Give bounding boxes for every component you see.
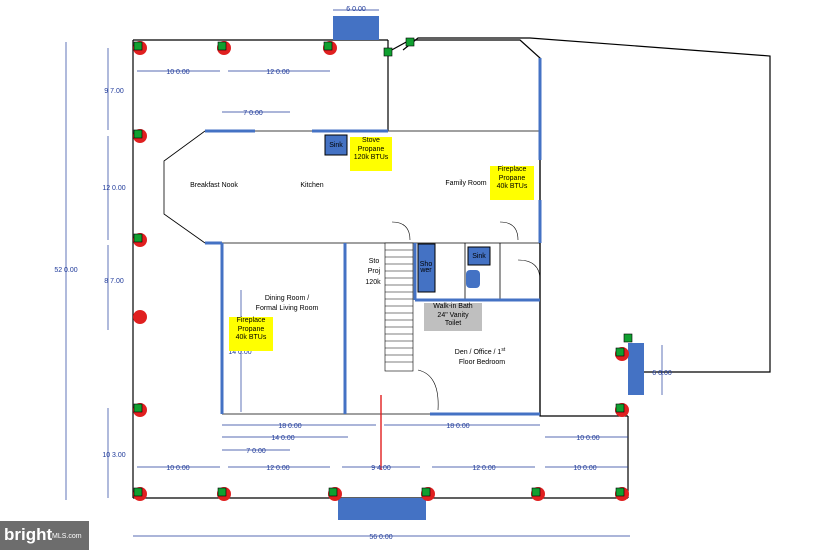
post-markers: [133, 37, 633, 501]
stair-note-2: Proj: [368, 268, 381, 275]
rear-porch: [338, 498, 426, 520]
post-marker: [421, 487, 435, 501]
post-marker: [623, 333, 633, 343]
dining-fireplace-line-1: Fireplace: [236, 317, 266, 324]
post-marker: [133, 233, 147, 247]
bath-note-line-2: 24" Vanity: [437, 311, 469, 319]
shower-icon: [417, 243, 436, 293]
watermark-suffix: MLS.com: [52, 533, 82, 540]
brightmls-watermark: bright MLS.com: [0, 521, 89, 550]
room-family: Family Room: [445, 180, 486, 187]
watermark-brand: bright: [4, 525, 53, 544]
family-fireplace-line-2: Propane: [498, 174, 526, 182]
dim-left-8: 8 7.00: [104, 278, 124, 285]
post-marker: [531, 487, 545, 501]
room-kitchen: Kitchen: [300, 182, 323, 189]
dim-seg-7: 7 0.00: [243, 110, 263, 117]
dining-fireplace-line-2: Propane: [237, 325, 265, 333]
room-den-2: Floor Bedroom: [459, 359, 505, 366]
dim-bottom-18b: 18 0.00: [446, 423, 469, 430]
shower-label-1: Sho: [420, 261, 433, 268]
room-dining-2: Formal Living Room: [256, 305, 319, 312]
room-breakfast-nook: Breakfast Nook: [190, 182, 238, 189]
kitchen-sink-label: Sink: [329, 142, 343, 149]
room-den-1: Den / Office / 1st: [455, 347, 506, 356]
den-label-sup: st: [501, 347, 506, 353]
stair-note-1: Sto: [369, 258, 380, 265]
dim-side-porch: 6 0.00: [652, 370, 672, 377]
dim-left-total: 52 0.00: [54, 267, 77, 274]
side-porch: [628, 343, 644, 395]
family-fireplace-note: Fireplace Propane 40k BTUs: [490, 166, 534, 200]
post-marker: [133, 487, 147, 501]
post-marker: [323, 41, 337, 55]
dimension-lines: [65, 9, 663, 537]
family-fireplace-line-1: Fireplace: [497, 166, 527, 173]
dim-bottom-14: 14 0.00: [271, 435, 294, 442]
blue-wall-segments: [205, 58, 542, 416]
bath-note-line-1: Walk-in Bath: [433, 303, 473, 310]
room-dining-1: Dining Room /: [265, 295, 309, 302]
dim-base-10b: 10 0.00: [573, 465, 596, 472]
dim-base-10a: 10 0.00: [166, 465, 189, 472]
dim-total-width: 56 0.00: [369, 534, 392, 541]
post-marker: [133, 310, 147, 324]
front-porch: [333, 16, 379, 40]
door-swings: [391, 221, 541, 411]
den-label-main: Den / Office / 1: [455, 349, 502, 356]
dim-bottom-18a: 18 0.00: [278, 423, 301, 430]
post-marker: [133, 41, 147, 55]
dim-left-9: 9 7.00: [104, 88, 124, 95]
post-marker: [615, 403, 629, 417]
bath-sink-label: Sink: [472, 253, 486, 260]
bath-note: Walk-in Bath 24" Vanity Toilet: [424, 303, 482, 331]
dining-fireplace-line-3: 40k BTUs: [235, 334, 267, 341]
dim-top-12: 12 0.00: [266, 69, 289, 76]
toilet-icon: [466, 270, 480, 288]
kitchen-sink-icon: [324, 134, 348, 156]
staircase: [384, 242, 414, 372]
dim-base-12b: 12 0.00: [472, 465, 495, 472]
post-marker: [383, 47, 393, 57]
post-marker: [328, 487, 342, 501]
post-marker: [615, 347, 629, 361]
dim-left-12: 12 0.00: [102, 185, 125, 192]
dining-fireplace-note: Fireplace Propane 40k BTUs: [229, 317, 273, 351]
shower-label-2: wer: [419, 267, 432, 274]
bath-note-line-3: Toilet: [444, 320, 462, 327]
dim-left-10: 10 3.00: [102, 452, 125, 459]
dim-room-14: 14 0.00: [228, 349, 251, 356]
stove-note: Stove Propane 120k BTUs: [350, 137, 392, 171]
stove-note-line-1: Stove: [362, 137, 380, 144]
dim-bottom-7: 7 0.00: [246, 448, 266, 455]
dim-top-10: 10 0.00: [166, 69, 189, 76]
stove-note-line-3: 120k BTUs: [353, 154, 389, 161]
post-marker: [615, 487, 629, 501]
dim-base-12a: 12 0.00: [266, 465, 289, 472]
bath-sink-icon: [467, 246, 491, 266]
post-marker: [133, 129, 147, 143]
dim-bottom-10r: 10 0.00: [576, 435, 599, 442]
post-marker: [217, 41, 231, 55]
stove-note-line-2: Propane: [357, 145, 385, 153]
post-marker: [133, 403, 147, 417]
post-marker: [217, 487, 231, 501]
post-marker: [405, 37, 415, 47]
stair-note-3: 120k: [365, 279, 381, 286]
dim-base-9: 9 4.00: [371, 465, 391, 472]
family-fireplace-line-3: 40k BTUs: [496, 183, 528, 190]
dim-front-porch: 6 0.00: [346, 6, 366, 13]
